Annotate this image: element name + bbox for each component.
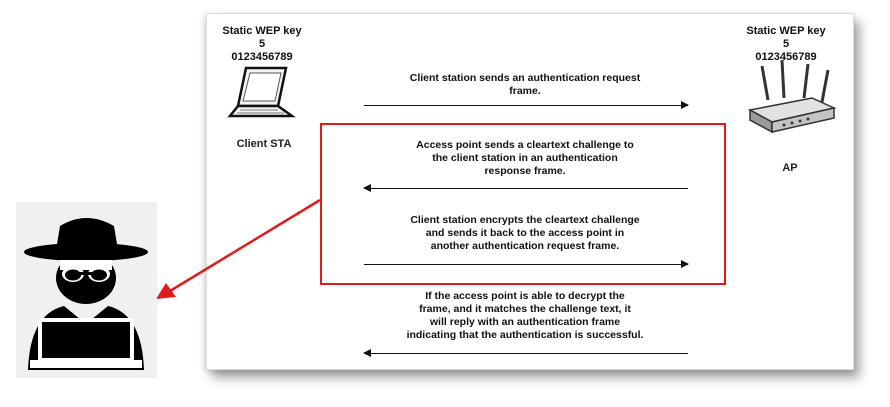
arrow-to-ap [364,260,689,268]
arrow-to-client [363,349,688,357]
ap-wep-key: Static WEP key 5 0123456789 [746,25,826,63]
arrow-to-ap [364,101,689,109]
message-challenge: Access point sends a cleartext challenge… [416,139,634,177]
arrow-to-client [363,184,688,192]
client-wep-key: Static WEP key 5 0123456789 [222,25,302,63]
highlight-box [320,123,726,285]
message-auth-request: Client station sends an authentication r… [409,72,641,97]
ap-label: AP [782,162,798,174]
diagram-panel [206,13,854,370]
laptop-icon [227,66,296,118]
message-encrypted-challenge: Client station encrypts the cleartext ch… [410,214,640,252]
access-point-icon [747,59,837,134]
red-pointer-arrow [156,198,321,299]
hacker-icon [24,218,148,370]
client-sta-label: Client STA [236,138,292,150]
message-auth-success: If the access point is able to decrypt t… [406,290,644,341]
